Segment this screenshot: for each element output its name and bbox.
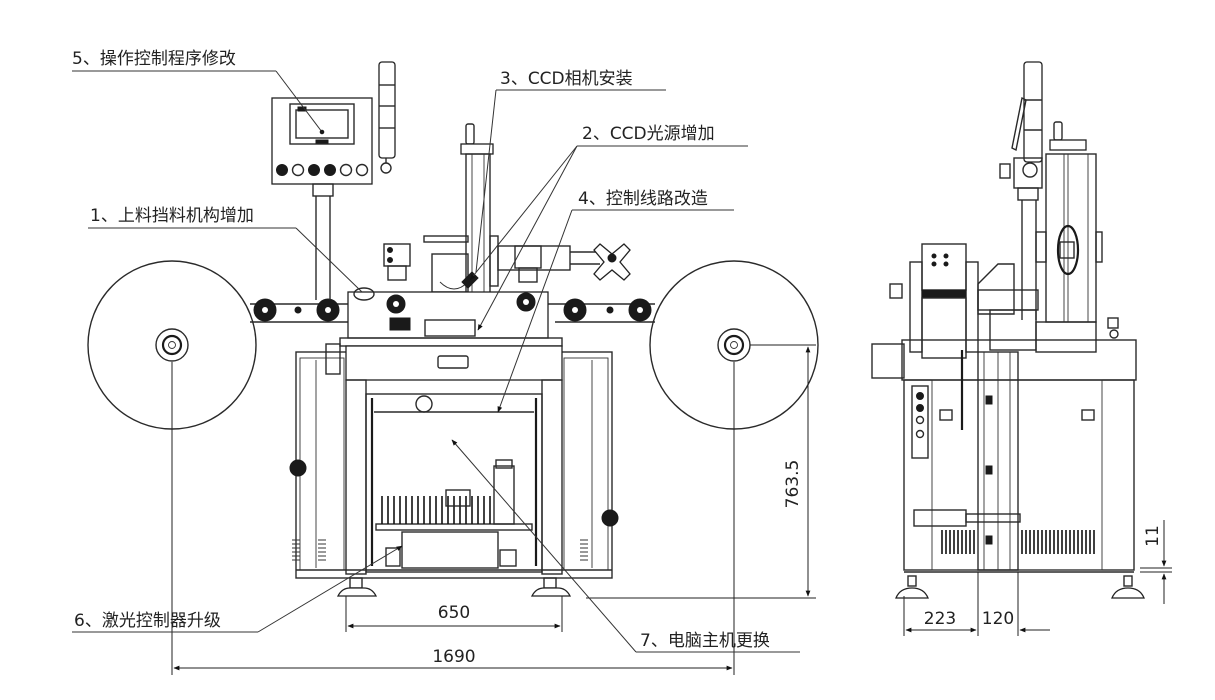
side-dimensions: 223 120 11: [903, 520, 1172, 636]
main-cabinet: [289, 343, 619, 579]
svg-text:7、电脑主机更换: 7、电脑主机更换: [640, 631, 770, 651]
callout-5: 5、操作控制程序修改: [72, 49, 325, 135]
control-panel: [271, 97, 373, 300]
svg-text:3、CCD相机安装: 3、CCD相机安装: [500, 69, 633, 89]
dim-base-width: 650: [438, 603, 470, 623]
leveling-feet: [336, 577, 572, 597]
svg-text:6、激光控制器升级: 6、激光控制器升级: [74, 611, 221, 631]
ccd-camera-column: [423, 123, 499, 295]
dim-side-column: 120: [982, 609, 1014, 629]
dim-height: 763.5: [783, 460, 803, 509]
dim-side-offset: 223: [924, 609, 956, 629]
side-vents: [941, 530, 1095, 554]
signal-tower: [378, 61, 396, 174]
feed-module: [339, 243, 563, 347]
callout-7: 7、电脑主机更换: [451, 439, 800, 653]
side-view: [871, 61, 1145, 599]
camera-mount-bracket: [497, 243, 631, 281]
dim-foot-gap: 11: [1143, 525, 1163, 547]
callouts: 5、操作控制程序修改 3、CCD相机安装 2、CCD光源增加 4、控制线路改造 …: [72, 49, 800, 653]
svg-text:1、上料挡料机构增加: 1、上料挡料机构增加: [90, 206, 254, 226]
callout-3: 3、CCD相机安装: [475, 69, 666, 273]
front-view: [87, 61, 819, 597]
svg-text:4、控制线路改造: 4、控制线路改造: [578, 189, 708, 209]
svg-text:2、CCD光源增加: 2、CCD光源增加: [582, 124, 715, 144]
front-dimensions: 650 1690 763.5: [171, 344, 816, 675]
svg-text:5、操作控制程序修改: 5、操作控制程序修改: [72, 49, 236, 69]
dim-overall-width: 1690: [432, 647, 475, 667]
callout-1: 1、上料挡料机构增加: [88, 206, 363, 293]
heat-sink-fins: [381, 496, 491, 524]
callout-6: 6、激光控制器升级: [72, 545, 403, 633]
callout-2: 2、CCD光源增加: [469, 124, 748, 331]
callout-4: 4、控制线路改造: [497, 189, 734, 413]
